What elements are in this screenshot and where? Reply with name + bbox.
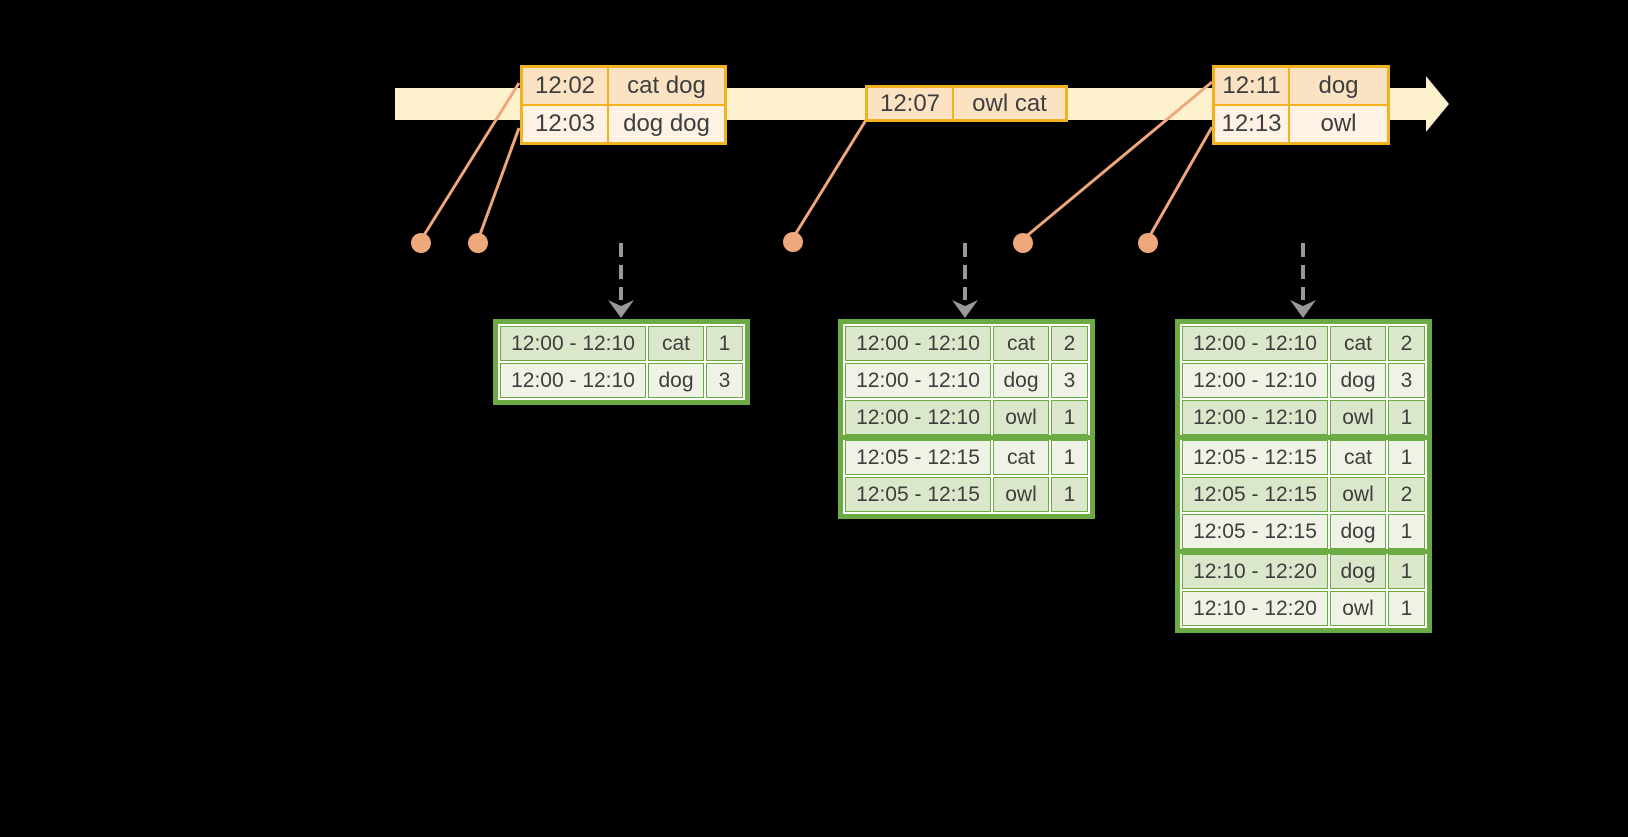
window-cell: 12:00 - 12:10 bbox=[500, 363, 646, 398]
word-cell: owl bbox=[993, 477, 1049, 512]
word-cell: dog bbox=[993, 363, 1049, 398]
window-cell: 12:05 - 12:15 bbox=[1182, 477, 1328, 512]
event-words-cell: owl bbox=[1290, 106, 1387, 142]
window-cell: 12:10 - 12:20 bbox=[1182, 554, 1328, 589]
timeline-arrowhead-icon bbox=[1426, 76, 1449, 132]
event-dot-icon bbox=[1138, 233, 1158, 253]
word-cell: cat bbox=[993, 440, 1049, 475]
event-time-cell: 12:03 bbox=[523, 106, 607, 142]
event-time-cell: 12:11 bbox=[1215, 68, 1288, 104]
count-cell: 2 bbox=[1388, 477, 1425, 512]
window-cell: 12:00 - 12:10 bbox=[1182, 326, 1328, 361]
window-cell: 12:00 - 12:10 bbox=[1182, 400, 1328, 435]
event-time-cell: 12:13 bbox=[1215, 106, 1288, 142]
event-connector-line bbox=[791, 119, 868, 239]
event-dot-icon bbox=[468, 233, 488, 253]
word-cell: dog bbox=[1330, 514, 1386, 549]
event-time-cell: 12:02 bbox=[523, 68, 607, 104]
count-cell: 3 bbox=[1051, 363, 1088, 398]
count-cell: 1 bbox=[1388, 554, 1425, 589]
event-dot-icon bbox=[1013, 233, 1033, 253]
count-cell: 1 bbox=[1051, 400, 1088, 435]
word-cell: owl bbox=[1330, 591, 1386, 626]
event-words-cell: dog dog bbox=[609, 106, 724, 142]
event-row: 12:03 dog dog bbox=[523, 106, 724, 142]
count-cell: 2 bbox=[1051, 326, 1088, 361]
word-cell: owl bbox=[993, 400, 1049, 435]
event-time-cell: 12:07 bbox=[868, 88, 952, 119]
count-cell: 2 bbox=[1388, 326, 1425, 361]
window-group-separator bbox=[843, 435, 1090, 440]
event-table-3: 12:11 dog 12:13 owl bbox=[1212, 65, 1390, 145]
event-connector-line bbox=[1146, 126, 1214, 240]
word-cell: owl bbox=[1330, 477, 1386, 512]
trigger-arrowhead-icon bbox=[608, 300, 634, 318]
event-connector-line bbox=[419, 82, 521, 241]
count-cell: 3 bbox=[706, 363, 743, 398]
word-cell: cat bbox=[1330, 326, 1386, 361]
window-cell: 12:00 - 12:10 bbox=[845, 400, 991, 435]
count-cell: 1 bbox=[1388, 514, 1425, 549]
window-cell: 12:05 - 12:15 bbox=[1182, 514, 1328, 549]
word-cell: cat bbox=[1330, 440, 1386, 475]
event-table-2: 12:07 owl cat bbox=[865, 85, 1068, 122]
event-row: 12:11 dog bbox=[1215, 68, 1387, 104]
word-cell: owl bbox=[1330, 400, 1386, 435]
count-cell: 1 bbox=[706, 326, 743, 361]
word-cell: dog bbox=[1330, 554, 1386, 589]
window-cell: 12:00 - 12:10 bbox=[845, 363, 991, 398]
window-group-separator bbox=[1180, 435, 1427, 440]
window-cell: 12:05 - 12:15 bbox=[845, 477, 991, 512]
word-cell: cat bbox=[648, 326, 704, 361]
window-group-separator bbox=[1180, 549, 1427, 554]
trigger-arrowhead-icon bbox=[952, 300, 978, 318]
window-cell: 12:10 - 12:20 bbox=[1182, 591, 1328, 626]
event-dot-icon bbox=[411, 233, 431, 253]
event-connector-line bbox=[1022, 80, 1213, 241]
event-connector-line bbox=[476, 127, 521, 241]
event-row: 12:13 owl bbox=[1215, 106, 1387, 142]
event-words-cell: dog bbox=[1290, 68, 1387, 104]
window-cell: 12:00 - 12:10 bbox=[1182, 363, 1328, 398]
window-cell: 12:00 - 12:10 bbox=[500, 326, 646, 361]
word-cell: dog bbox=[648, 363, 704, 398]
count-cell: 1 bbox=[1388, 440, 1425, 475]
word-cell: cat bbox=[993, 326, 1049, 361]
count-cell: 1 bbox=[1051, 440, 1088, 475]
event-row: 12:07 owl cat bbox=[868, 88, 1065, 119]
window-cell: 12:05 - 12:15 bbox=[1182, 440, 1328, 475]
window-cell: 12:05 - 12:15 bbox=[845, 440, 991, 475]
count-cell: 1 bbox=[1388, 591, 1425, 626]
window-cell: 12:00 - 12:10 bbox=[845, 326, 991, 361]
event-row: 12:02 cat dog bbox=[523, 68, 724, 104]
count-cell: 1 bbox=[1051, 477, 1088, 512]
event-table-1: 12:02 cat dog 12:03 dog dog bbox=[520, 65, 727, 145]
count-cell: 1 bbox=[1388, 400, 1425, 435]
event-words-cell: owl cat bbox=[954, 88, 1065, 119]
trigger-arrowhead-icon bbox=[1290, 300, 1316, 318]
count-cell: 3 bbox=[1388, 363, 1425, 398]
word-cell: dog bbox=[1330, 363, 1386, 398]
event-dot-icon bbox=[783, 232, 803, 252]
event-words-cell: cat dog bbox=[609, 68, 724, 104]
